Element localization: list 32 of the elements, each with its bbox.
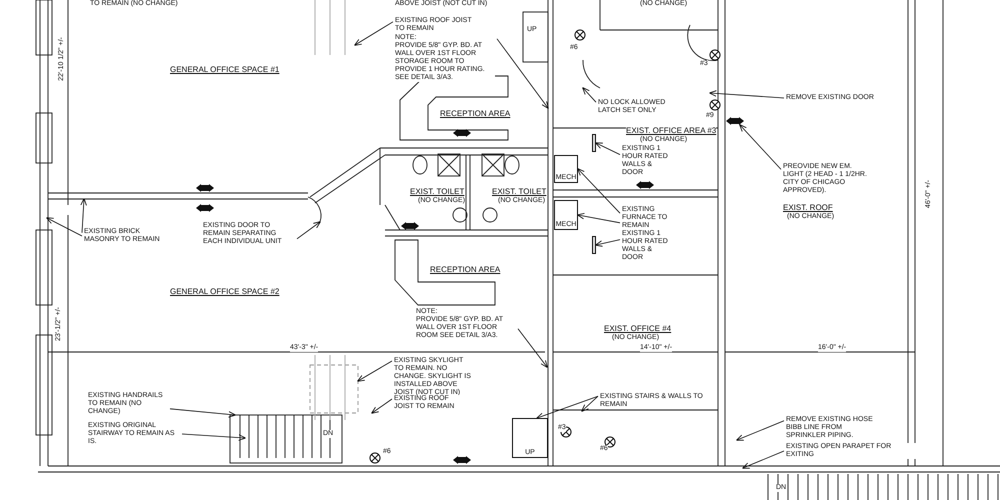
leader-line: [594, 239, 620, 247]
leader-line: [296, 221, 321, 240]
room-name: GENERAL OFFICE SPACE #2: [170, 288, 280, 296]
room-name: RECEPTION AREA: [440, 110, 510, 118]
room-name: GENERAL OFFICE SPACE #1: [170, 66, 280, 74]
rated-wall-segment: [592, 236, 596, 254]
leader-line: [576, 212, 620, 224]
leader-line: [577, 168, 620, 214]
room-name: EXIST. TOILET: [492, 188, 546, 196]
room-name: EXIST. OFFICE #4: [604, 325, 672, 333]
leader-line: [518, 328, 548, 368]
room-name: EXIST. OFFICE AREA #3: [626, 127, 716, 135]
room-name: EXIST. TOILET: [410, 188, 464, 196]
leader-line: [46, 217, 82, 236]
leader-line: [182, 434, 246, 441]
leader-line: [496, 38, 549, 109]
leader-line: [742, 450, 784, 469]
rated-wall-segment: [592, 134, 596, 152]
leader-line: [170, 408, 236, 418]
leader-line: [708, 90, 784, 98]
room-name: RECEPTION AREA: [430, 266, 500, 274]
leader-line: [736, 420, 784, 441]
leader-line: [356, 360, 392, 382]
leader-line: [371, 398, 392, 414]
leader-line: [80, 198, 87, 234]
leader-line: [594, 142, 620, 155]
leader-line: [354, 21, 394, 46]
room-name: EXIST. ROOF: [783, 204, 833, 212]
leader-line: [739, 124, 782, 170]
leader-line: [536, 396, 598, 419]
leader-line: [581, 396, 598, 412]
leader-line: [582, 87, 596, 103]
